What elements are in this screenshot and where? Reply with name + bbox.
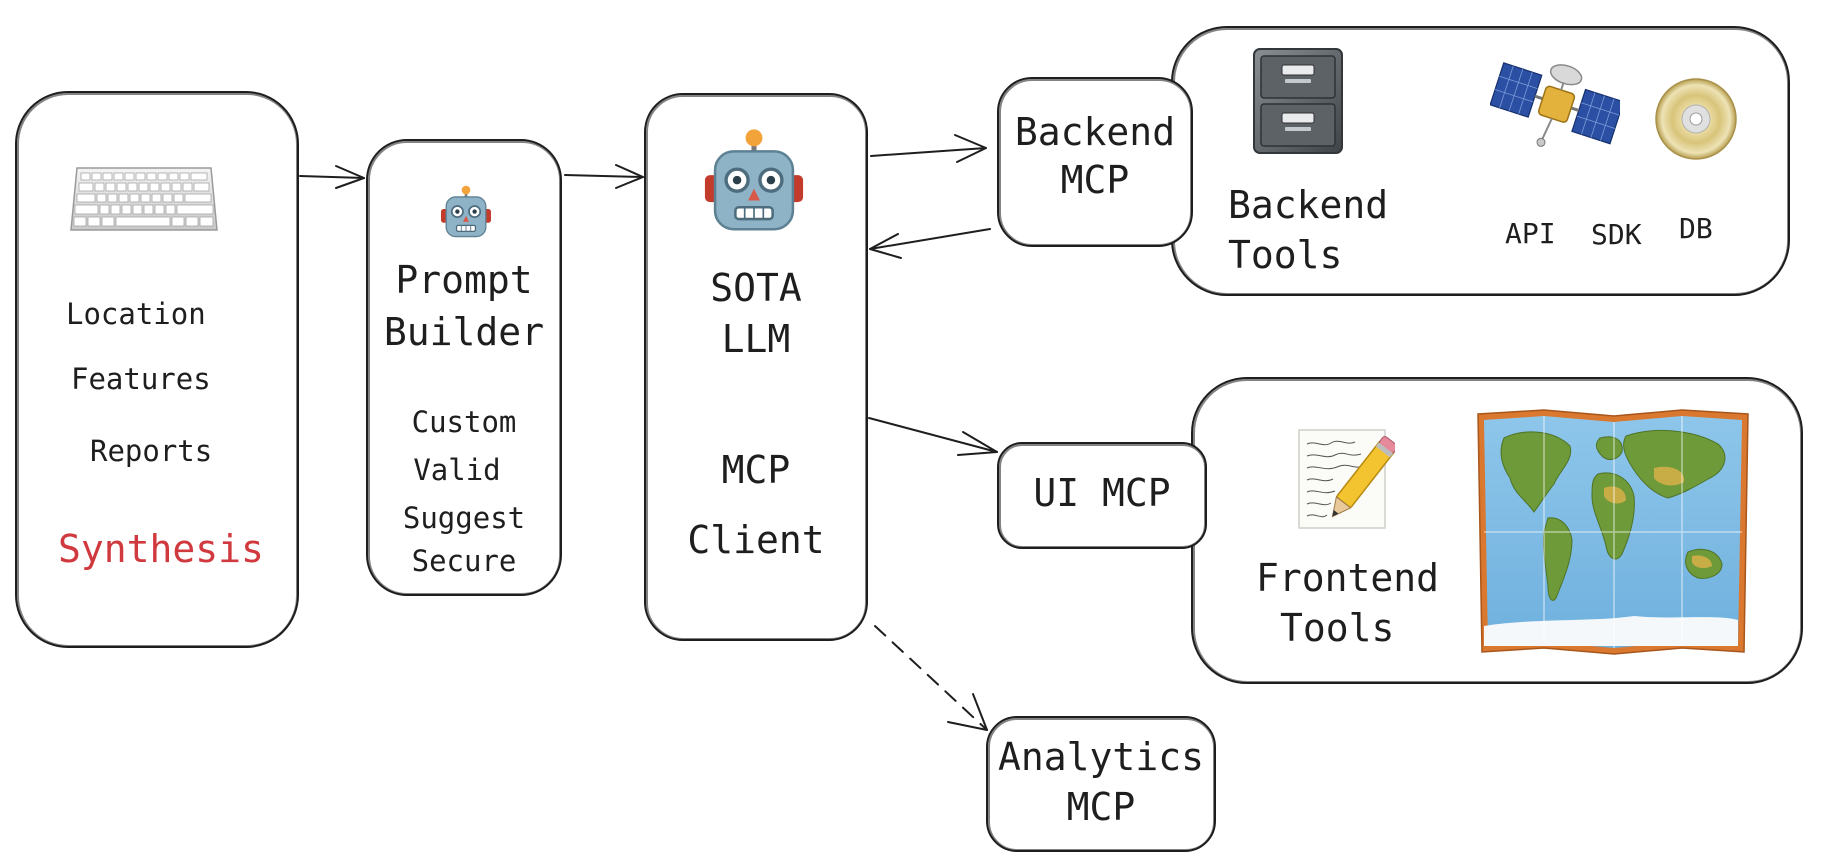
backend-tool-api-label: API — [1505, 217, 1556, 250]
backend-mcp: Backend MCP — [998, 78, 1192, 246]
memo-pencil-icon — [1298, 429, 1395, 529]
arrow-llm-to-backend — [870, 134, 987, 163]
llm-title-line1: SOTA — [710, 266, 802, 310]
backend-tools: Backend Tools API SDK DB — [1172, 27, 1789, 295]
arrow-backend-to-llm — [869, 228, 991, 259]
backend-mcp-line2: MCP — [1060, 158, 1130, 202]
arrow-llm-to-analytics — [874, 625, 988, 731]
world-map-icon — [1477, 409, 1749, 655]
frontend-tools-line1: Frontend — [1256, 556, 1440, 600]
prompt-builder-title-line1: Prompt — [395, 258, 533, 302]
input-item-location: Location — [66, 297, 206, 331]
robot-icon — [704, 129, 804, 231]
dvd-icon — [1655, 78, 1737, 160]
backend-mcp-line1: Backend — [1014, 110, 1176, 154]
backend-tools-line2: Tools — [1228, 233, 1343, 277]
arrow-input-to-prompt — [299, 165, 365, 189]
analytics-mcp-line1: Analytics — [998, 735, 1204, 779]
keyboard-icon — [70, 167, 218, 231]
prompt-builder: Prompt Builder Custom Valid Suggest Secu… — [367, 140, 561, 595]
ui-mcp-label: UI MCP — [1033, 471, 1171, 515]
prompt-item-suggest: Suggest — [402, 501, 526, 535]
input-panel: Location Features Reports Synthesis — [16, 92, 298, 647]
llm-title-line2: LLM — [721, 317, 791, 361]
mcp-client-line2: Client — [687, 518, 825, 562]
satellite-icon — [1490, 62, 1620, 147]
llm-client: SOTA LLM MCP Client — [645, 94, 867, 640]
ui-mcp: UI MCP — [998, 443, 1206, 548]
prompt-item-secure: Secure — [411, 544, 517, 578]
prompt-item-custom: Custom — [411, 405, 517, 439]
arrow-llm-to-ui — [868, 417, 998, 456]
frontend-tools: Frontend Tools — [1192, 378, 1802, 683]
arrow-prompt-to-llm — [564, 164, 644, 189]
prompt-builder-title-line2: Builder — [383, 310, 545, 354]
analytics-mcp-line2: MCP — [1066, 785, 1136, 829]
mcp-client-line1: MCP — [721, 448, 791, 492]
backend-tools-line1: Backend — [1228, 183, 1389, 227]
input-item-synthesis: Synthesis — [58, 527, 264, 571]
analytics-mcp: Analytics MCP — [987, 717, 1215, 851]
prompt-item-valid: Valid — [413, 453, 501, 487]
input-item-features: Features — [71, 362, 211, 396]
frontend-tools-line2: Tools — [1280, 606, 1395, 650]
robot-icon — [441, 185, 491, 238]
backend-tool-db-label: DB — [1679, 212, 1713, 245]
input-item-reports: Reports — [90, 434, 213, 468]
file-cabinet-icon — [1253, 48, 1343, 154]
backend-tool-sdk-label: SDK — [1591, 218, 1642, 251]
